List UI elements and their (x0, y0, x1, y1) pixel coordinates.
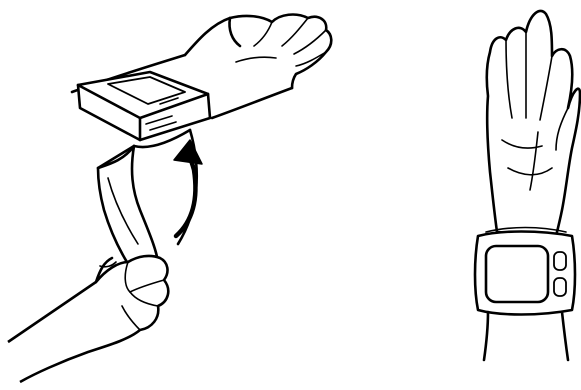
open-hand (185, 15, 331, 88)
wrapping-cuff-panel (8, 15, 331, 382)
forearm-lower (484, 312, 568, 360)
pulling-hand (8, 256, 168, 382)
raised-hand (487, 11, 580, 236)
curved-up-arrow-icon (174, 140, 202, 236)
monitor-button-bottom (554, 278, 566, 296)
cuff-positioned-panel (475, 11, 580, 360)
wrist-monitor (475, 228, 575, 315)
monitor-button-top (554, 252, 566, 270)
monitor-screen (486, 246, 548, 302)
